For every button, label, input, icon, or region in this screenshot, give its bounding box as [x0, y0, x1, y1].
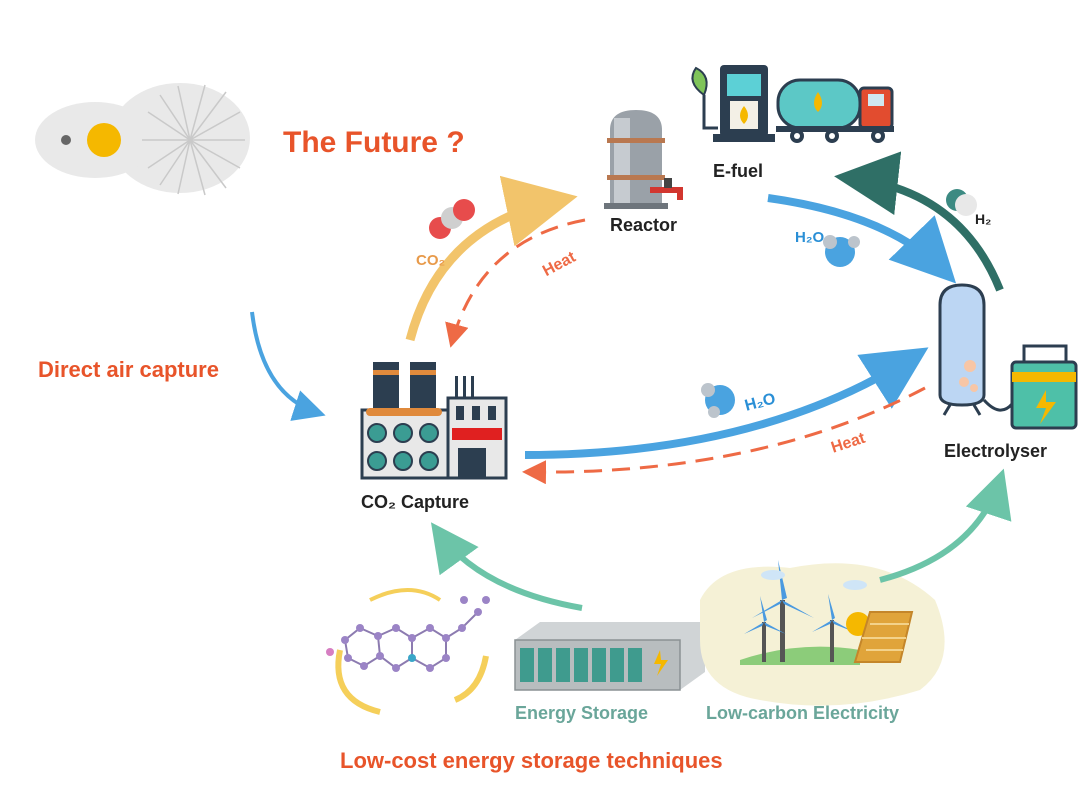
- h2-molecule-icon: [946, 189, 977, 216]
- h2o-label-bottom: H₂O: [743, 390, 777, 414]
- wind-solar-icon: [700, 560, 945, 706]
- h2-label: H₂: [975, 211, 991, 227]
- heat-label-top: Heat: [540, 248, 579, 280]
- energy-storage-label: Energy Storage: [515, 703, 648, 723]
- co2-capture-factory-icon: [360, 362, 508, 480]
- co2-flow-arrow: [405, 175, 578, 342]
- co2-flow-label: CO₂: [416, 252, 445, 269]
- battery-icon: [982, 344, 1078, 430]
- h2-flow-arrow: [834, 151, 1004, 292]
- direct-air-capture-label: Direct air capture: [38, 357, 219, 382]
- sun-icon: [35, 83, 250, 196]
- fuel-pump-icon: [691, 65, 775, 142]
- reactor-icon: [604, 110, 683, 209]
- battery-rack-icon: [514, 622, 705, 691]
- co2-capture-label: CO₂ Capture: [361, 492, 469, 512]
- h2o-flow-arrow-bottom: [524, 347, 929, 459]
- heat-label-bottom: Heat: [829, 430, 868, 457]
- low-cost-storage-label: Low-cost energy storage techniques: [340, 748, 723, 773]
- electrolyser-label: Electrolyser: [944, 441, 1047, 461]
- low-carbon-electricity-label: Low-carbon Electricity: [706, 703, 899, 723]
- tanker-truck-icon: [776, 78, 894, 143]
- storage-to-capture-arrow: [430, 522, 583, 611]
- electrolyser-icon: [938, 283, 986, 416]
- h2o-molecule-icon-top: [823, 235, 860, 267]
- air-capture-flow-arrow: [250, 311, 326, 421]
- heat-flow-arrow-top: [445, 218, 586, 348]
- reactor-label: Reactor: [610, 215, 677, 235]
- page-title: The Future ?: [283, 126, 465, 159]
- efuel-label: E-fuel: [713, 161, 763, 181]
- molecule-icon: [326, 588, 490, 715]
- electricity-to-electrolyser-arrow: [879, 468, 1012, 583]
- h2o-molecule-icon-bottom: [701, 383, 735, 418]
- h2o-label-top: H₂O: [795, 229, 824, 246]
- heat-flow-arrow-bottom: [522, 386, 926, 485]
- co2-molecule-icon: [429, 199, 475, 239]
- h2o-flow-arrow-top: [767, 194, 957, 284]
